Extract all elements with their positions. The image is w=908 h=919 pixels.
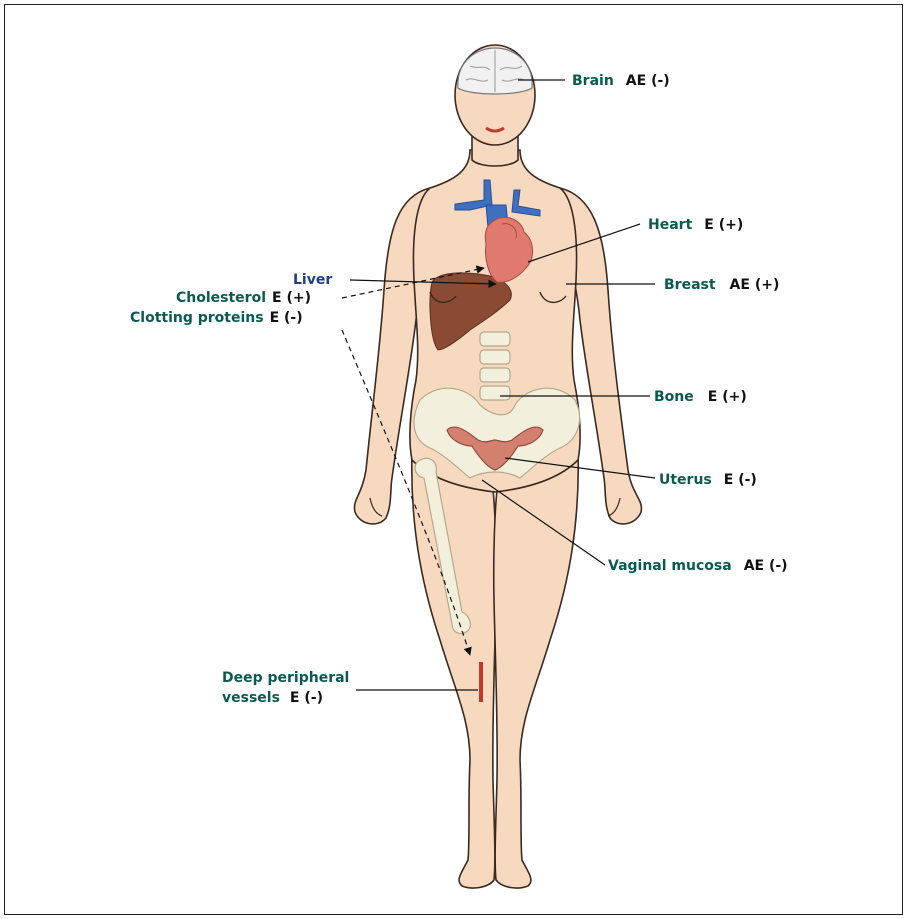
liver-label: Liver <box>293 272 332 288</box>
deep-vessels-label-line1: Deep peripheral <box>222 670 349 686</box>
deep-peripheral-vessel <box>479 662 483 702</box>
vertebra <box>480 350 510 364</box>
vertebra <box>480 368 510 382</box>
brain <box>458 48 532 94</box>
right-leg <box>494 450 579 888</box>
vertebra <box>480 386 510 400</box>
left-leg <box>412 450 497 888</box>
vertebra <box>480 332 510 346</box>
